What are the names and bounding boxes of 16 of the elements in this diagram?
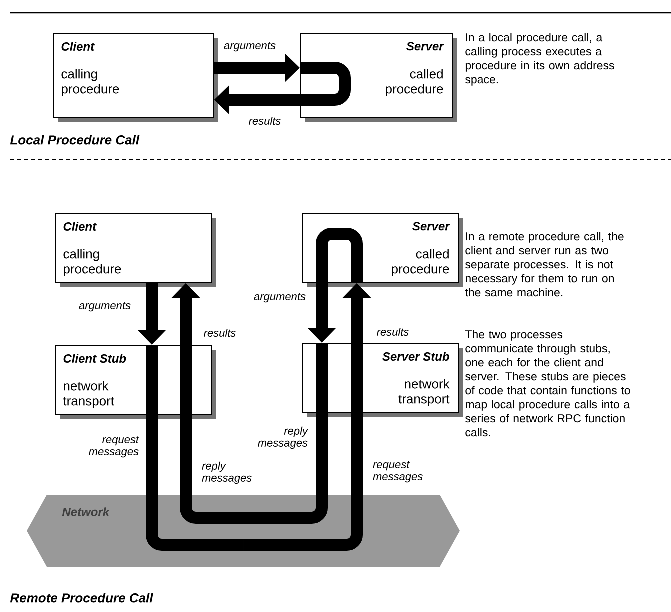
edge-label: request messages <box>89 436 140 458</box>
edge-label: results <box>377 328 409 336</box>
process-box: Client calling procedure <box>55 212 216 287</box>
process-box: Client calling procedure <box>53 32 218 122</box>
edge-label: results <box>249 116 281 126</box>
section-heading: Remote Procedure Call <box>10 593 154 603</box>
process-box: Server called procedure <box>300 32 457 122</box>
edge-label: results <box>204 328 236 338</box>
edge-label: arguments <box>79 302 131 312</box>
edge-label: arguments <box>224 42 276 52</box>
edge-label: request messages <box>373 461 423 483</box>
edge-label: reply messages <box>202 462 252 484</box>
edge-label: arguments <box>254 293 306 303</box>
section-heading: Local Procedure Call <box>10 135 140 145</box>
edge-label: reply messages <box>258 426 309 450</box>
description-text: The two processes communicate through stubs, one each for the client and server. These stubs are pieces of code that contain functions to map local procedure calls into a series of network RPC function calls. <box>465 330 630 437</box>
